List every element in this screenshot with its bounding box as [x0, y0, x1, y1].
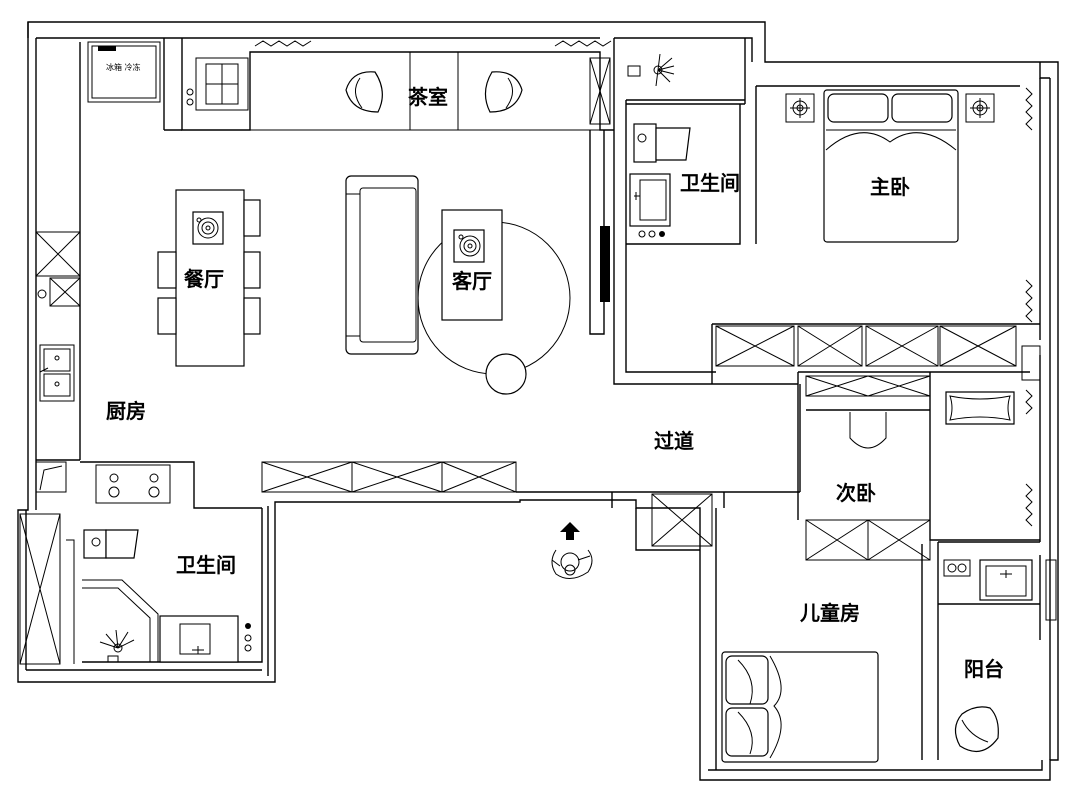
balcony-sink [979, 559, 1033, 601]
kitchen-label: 厨房 [106, 399, 146, 423]
toilet-bottom [83, 529, 107, 559]
fridge [87, 41, 161, 103]
coffee-table [441, 209, 503, 321]
master-bedroom: 主卧 [755, 85, 1033, 244]
bathroom-bottom-label: 卫生间 [176, 553, 236, 577]
master-bed [823, 89, 959, 243]
kids-room: 儿童房 [715, 508, 923, 770]
kitchen-sink [39, 344, 75, 402]
fridge-label: 冰箱 冷冻 [106, 62, 141, 72]
kids-room-label: 儿童房 [799, 601, 860, 625]
sink-top [629, 173, 671, 227]
wardrobes [711, 279, 1041, 415]
bathroom-bottom: 卫生间 [19, 513, 252, 665]
tea-cabinet [195, 57, 249, 111]
tv [600, 226, 610, 302]
living-label: 客厅 [451, 269, 492, 293]
second-bedroom: 次卧 [797, 371, 1040, 561]
person-figure [551, 549, 593, 579]
bathroom-top-label: 卫生间 [680, 171, 740, 195]
tea-room: 茶室 [163, 38, 614, 131]
sofa [345, 175, 419, 355]
balcony: 阳台 [937, 541, 1057, 760]
dining-label: 餐厅 [184, 267, 224, 291]
tea-room-label: 茶室 [408, 85, 448, 109]
gas-stove [95, 464, 171, 504]
corridor: 过道 [261, 429, 800, 579]
entry-arrow [560, 522, 580, 540]
toilet-top [633, 123, 657, 163]
tea-table [409, 51, 459, 131]
side-table [485, 353, 527, 395]
details [799, 62, 1050, 492]
kitchen-counter: 冰箱 冷冻 厨房 [35, 41, 262, 509]
balcony-label: 阳台 [964, 657, 1004, 681]
second-bed-pillow [945, 391, 1015, 425]
tv-wall [589, 130, 610, 335]
bathroom-top: 卫生间 [613, 38, 798, 385]
tea-chair-left [345, 71, 383, 113]
dining-area: 餐厅 [157, 189, 261, 367]
master-bedroom-label: 主卧 [870, 175, 910, 199]
living-area: 客厅 [345, 175, 571, 395]
tea-chair-right [484, 71, 523, 113]
second-bedroom-label: 次卧 [836, 481, 876, 505]
corridor-label: 过道 [654, 429, 694, 453]
sink-bottom [159, 615, 239, 663]
balcony-chair [954, 706, 999, 753]
